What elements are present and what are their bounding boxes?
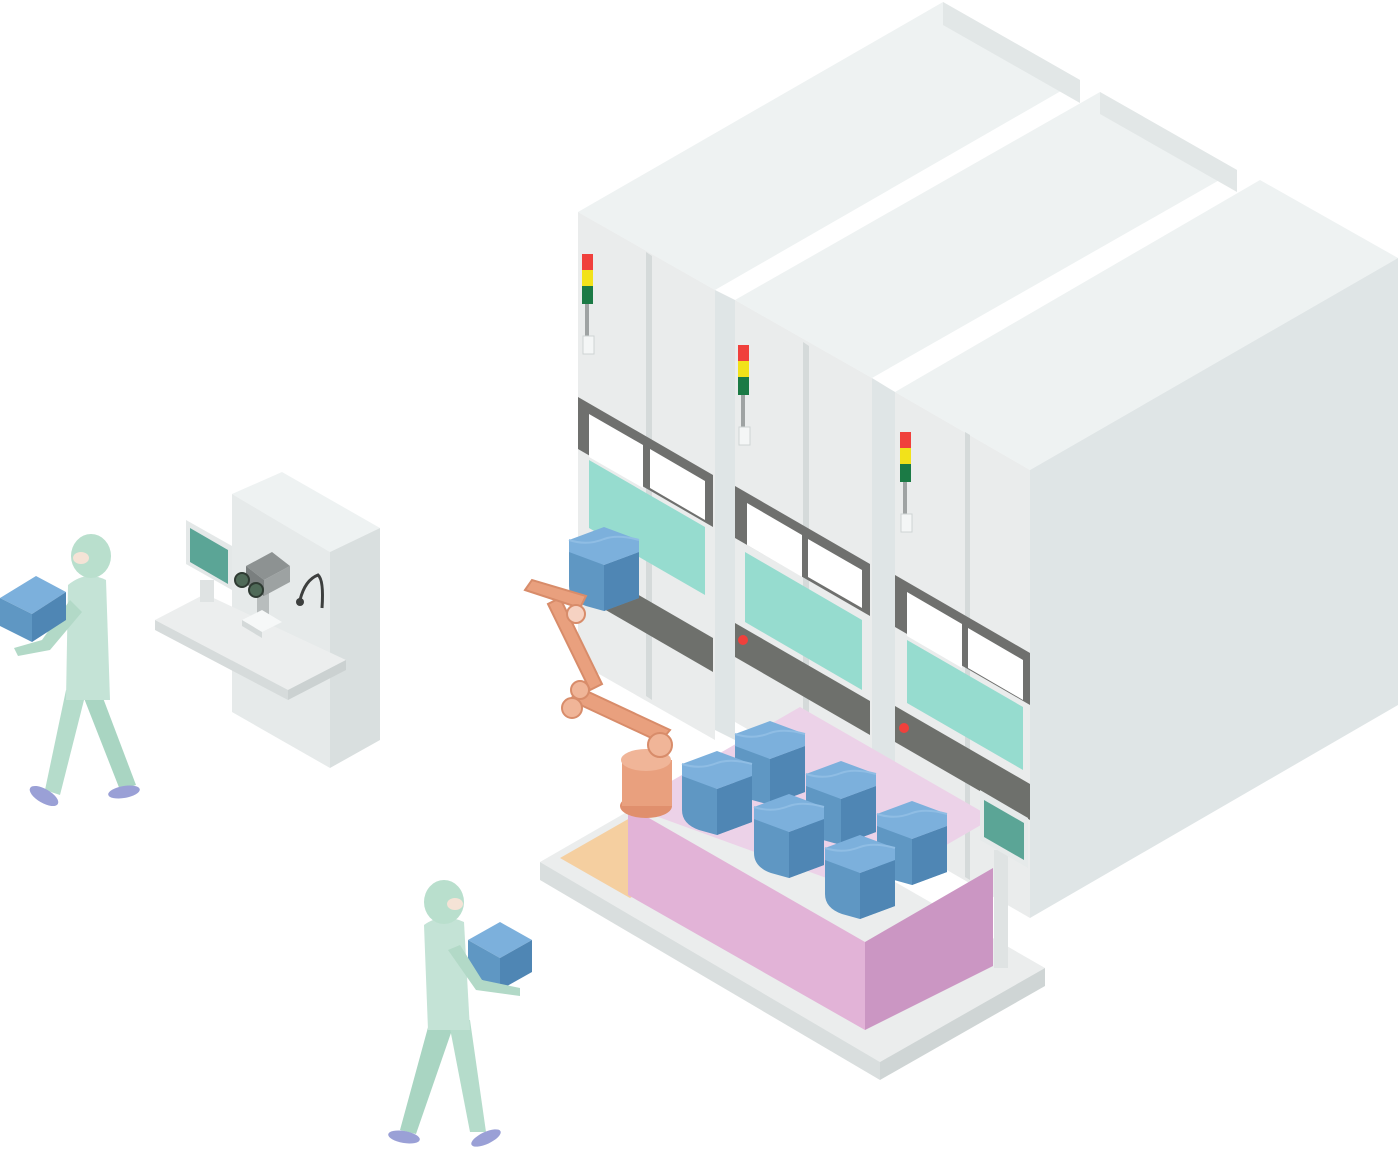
equipment-cabinet-3 <box>875 180 1398 918</box>
robot-arm <box>523 578 673 818</box>
signal-tower-icon <box>738 345 751 446</box>
worker-carrying-box <box>388 880 532 1147</box>
equipment-cabinet-1 <box>578 2 1080 740</box>
wafer-pod-icon <box>681 750 753 836</box>
signal-tower-icon <box>582 254 595 355</box>
wafer-pod-icon <box>824 834 896 920</box>
worker-carrying-box <box>0 534 140 807</box>
equipment-cabinet-2 <box>735 92 1237 840</box>
wafer-pod-icon <box>753 793 825 879</box>
inspection-station <box>155 472 380 768</box>
microscope-icon <box>234 552 324 638</box>
signal-tower-icon <box>900 432 913 533</box>
